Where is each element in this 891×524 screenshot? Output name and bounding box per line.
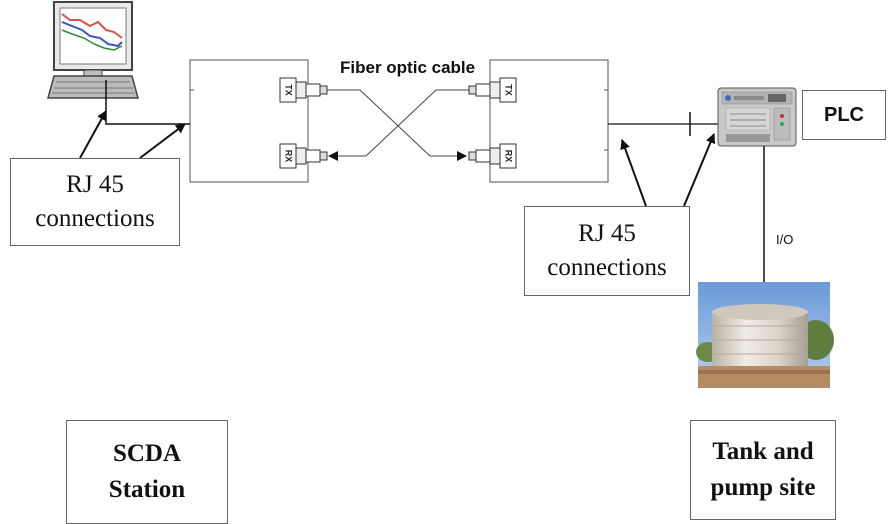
- tank-pump-site-box: Tank and pump site: [690, 420, 836, 520]
- plc-label: PLC: [824, 104, 864, 127]
- rj45-connections-right-box: RJ 45 connections: [524, 206, 690, 296]
- rj45-right-line2: connections: [547, 251, 666, 285]
- plc-label-box: PLC: [802, 90, 886, 140]
- rj45-left-line1: RJ 45: [66, 168, 124, 202]
- rj45-right-line1: RJ 45: [578, 217, 636, 251]
- fiber-optic-cable: [327, 90, 469, 156]
- right-media-converter: TX RX: [469, 60, 608, 182]
- computer-monitor-icon: [48, 2, 138, 98]
- tank-line1: Tank and: [712, 434, 813, 470]
- right-rx-port-label: RX: [504, 150, 514, 163]
- fiber-cable-label: Fiber optic cable: [340, 58, 475, 78]
- left-media-converter: TX RX: [190, 60, 327, 182]
- left-rx-port-label: RX: [284, 150, 294, 163]
- scada-line1: SCDA: [113, 436, 181, 472]
- right-tx-port-label: TX: [504, 84, 514, 96]
- tank-line2: pump site: [711, 470, 816, 506]
- plc-device-icon: [718, 88, 796, 146]
- left-tx-port-label: TX: [284, 84, 294, 96]
- scada-station-box: SCDA Station: [66, 420, 228, 524]
- rj45-left-line2: connections: [35, 202, 154, 236]
- converter-to-plc-link: [608, 112, 718, 136]
- tank-photo: [696, 282, 834, 388]
- scada-line2: Station: [109, 472, 185, 508]
- rj45-connections-left-box: RJ 45 connections: [10, 158, 180, 246]
- io-label: I/O: [776, 232, 793, 247]
